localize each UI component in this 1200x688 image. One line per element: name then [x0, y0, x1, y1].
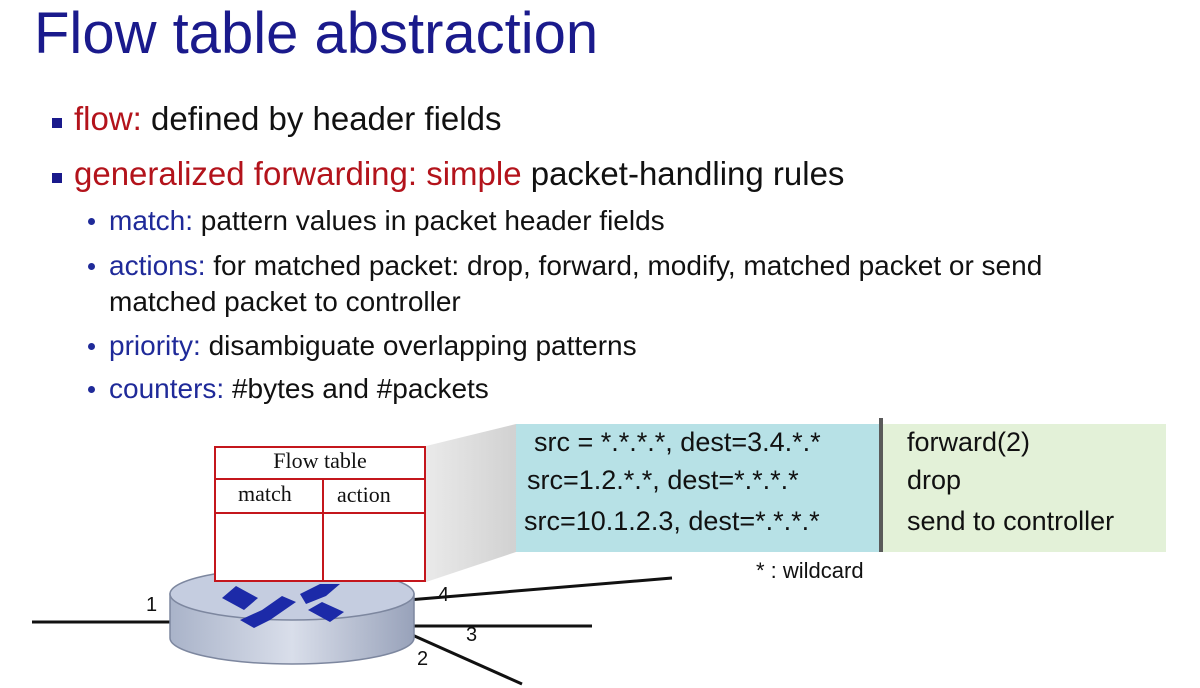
term-counters: counters:	[109, 373, 225, 404]
dot-bullet-icon	[88, 263, 95, 270]
flow-table-title: Flow table	[273, 448, 367, 473]
square-bullet-icon	[52, 118, 62, 128]
square-bullet-icon	[52, 173, 62, 183]
text-match: pattern values in packet header fields	[193, 205, 665, 236]
router-arrows-icon	[222, 584, 344, 628]
term-actions: actions:	[109, 250, 206, 281]
rule-1-action: forward(2)	[907, 427, 1031, 457]
flow-table-divider	[216, 478, 424, 480]
text-actions-continued: matched packet to controller	[109, 285, 461, 317]
sub-bullet-counters: counters: #bytes and #packets	[88, 371, 489, 407]
text-actions: for matched packet: drop, forward, modif…	[205, 250, 1043, 281]
link-port-2	[409, 632, 523, 686]
flow-table-box: Flow table match action	[214, 446, 426, 582]
sub-bullet-actions: actions: for matched packet: drop, forwa…	[88, 248, 1042, 319]
flow-table-match-header: match	[238, 481, 292, 506]
port-label-1: 1	[146, 594, 158, 616]
flow-table-action-header: action	[337, 482, 391, 507]
flow-table-divider	[216, 512, 424, 514]
sub-bullet-match: match: pattern values in packet header f…	[88, 203, 665, 239]
dot-bullet-icon	[88, 343, 95, 350]
term-flow: flow:	[74, 100, 142, 137]
rule-2-match: src=1.2.*.*, dest=*.*.*.*	[527, 465, 799, 495]
sub-bullet-priority: priority: disambiguate overlapping patte…	[88, 328, 637, 364]
port-label-3: 3	[466, 624, 478, 646]
term-match: match:	[109, 205, 194, 236]
term-generalized-forwarding: generalized forwarding: simple	[74, 155, 522, 192]
dot-bullet-icon	[88, 218, 95, 225]
text-counters: #bytes and #packets	[224, 373, 489, 404]
match-rules-panel	[516, 424, 880, 552]
text-flow: defined by header fields	[141, 100, 502, 137]
dot-bullet-icon	[88, 386, 95, 393]
wildcard-note: * : wildcard	[756, 558, 864, 583]
action-rules-panel	[882, 424, 1166, 552]
rule-1-match: src = *.*.*.*, dest=3.4.*.*	[534, 427, 821, 457]
panel-divider	[879, 418, 883, 552]
zoom-wedge	[426, 424, 516, 582]
rule-2-action: drop	[907, 465, 962, 495]
bullet-generalized-forwarding: generalized forwarding: simple packet-ha…	[52, 155, 844, 193]
slide-title: Flow table abstraction	[34, 1, 599, 66]
flow-table-column-divider	[322, 480, 324, 580]
term-priority: priority:	[109, 330, 201, 361]
text-generalized-forwarding: packet-handling rules	[521, 155, 845, 192]
bullet-flow: flow: defined by header fields	[52, 100, 501, 138]
rule-3-match: src=10.1.2.3, dest=*.*.*.*	[524, 506, 820, 536]
text-priority: disambiguate overlapping patterns	[200, 330, 637, 361]
link-port-4	[407, 576, 673, 602]
port-label-2: 2	[417, 648, 429, 670]
rule-3-action: send to controller	[907, 506, 1115, 536]
port-label-4: 4	[438, 584, 450, 606]
